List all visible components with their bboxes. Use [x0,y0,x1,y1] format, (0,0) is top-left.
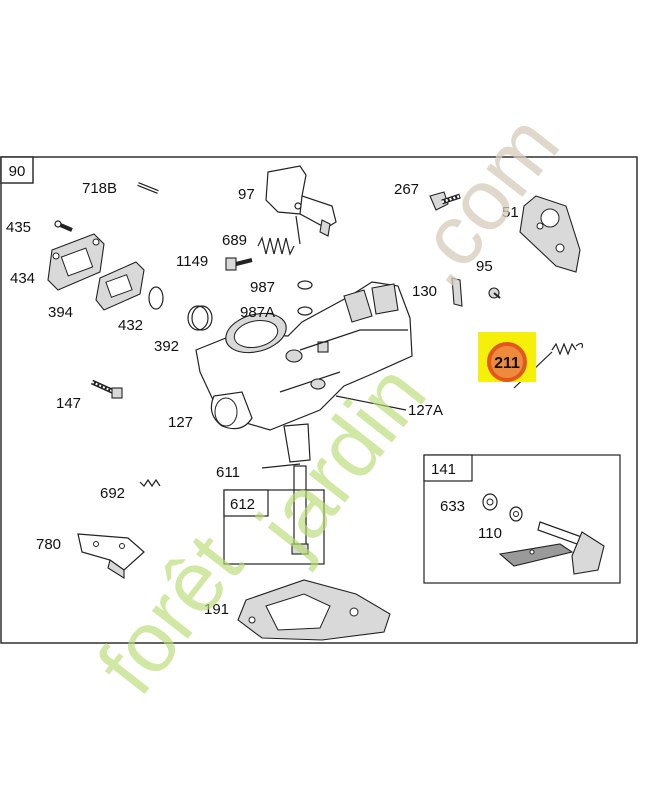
label-689: 689 [222,232,247,249]
label-127a: 127A [408,402,443,419]
part-780-drawing [77,533,145,579]
highlight-ring [487,342,527,382]
subassembly-141-tab [423,454,473,482]
part-718b-drawing [137,182,159,194]
part-1149-drawing [225,257,253,271]
label-611: 611 [216,464,240,481]
part-392-drawing [187,305,213,331]
part-51-drawing [519,195,581,273]
part-987a-drawing [297,306,313,316]
label-191: 191 [204,601,229,618]
label-612: 612 [230,496,255,513]
part-692-drawing [139,478,161,488]
highlighted-part-211[interactable]: 211 [478,332,536,382]
subassembly-612-box [223,489,325,565]
part-267-drawing [429,191,461,211]
label-435: 435 [6,219,31,236]
label-718b: 718B [82,180,117,197]
label-780: 780 [36,536,61,553]
carburetor-body-drawing [195,281,413,463]
part-147-drawing [90,379,123,399]
label-51: 51 [502,204,519,221]
label-127: 127 [168,414,193,431]
label-130: 130 [412,283,437,300]
label-987a: 987A [240,304,275,321]
label-141: 141 [431,461,456,478]
frame-label-box [0,156,34,184]
diagram-frame [0,156,638,644]
part-987-drawing [297,280,313,290]
label-392: 392 [154,338,179,355]
part-434-drawing [47,233,105,291]
label-633: 633 [440,498,465,515]
part-127a-leader [335,395,407,411]
subassembly-612-tab [223,489,269,517]
frame-label: 90 [9,163,26,180]
part-191-drawing [237,579,391,641]
label-432: 432 [118,317,143,334]
part-689-drawing [257,236,295,256]
label-692: 692 [100,485,125,502]
part-130-drawing [451,277,463,307]
part-435-drawing [54,220,73,232]
part-611-drawing [261,463,301,469]
label-267: 267 [394,181,419,198]
label-1149: 1149 [176,253,208,270]
part-394-drawing [95,261,145,311]
part-141-shaft-drawing [498,521,605,575]
label-211: 211 [494,355,520,372]
label-147: 147 [56,395,81,412]
subassembly-141-box [423,454,621,584]
part-612-drawing [291,465,309,555]
part-97-drawing [265,165,337,237]
label-110: 110 [478,525,502,542]
part-432-drawing [148,286,164,310]
label-97: 97 [238,186,255,203]
label-434: 434 [10,270,35,287]
label-987: 987 [250,279,275,296]
label-95: 95 [476,258,493,275]
part-95-drawing [488,287,501,299]
label-394: 394 [48,304,73,321]
